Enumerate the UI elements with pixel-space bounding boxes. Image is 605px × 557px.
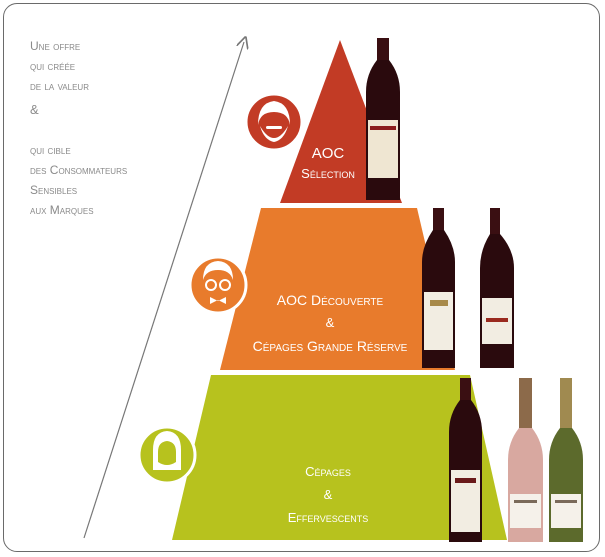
tier-bottom-label: Cépages & Effervescents	[258, 462, 398, 528]
intro-line-7: aux Marques	[30, 203, 94, 217]
tier-bottom-subtitle: Effervescents	[287, 510, 369, 525]
tier-top-title: AOC	[311, 145, 345, 162]
tier-middle-title: AOC Découverte	[276, 292, 384, 308]
intro-text: Une offre qui créée de la valeur & qui c…	[30, 36, 127, 220]
intro-line-4: qui cible	[30, 143, 71, 157]
intro-line-5: des Consommateurs	[30, 163, 128, 177]
bearded-man-icon	[244, 92, 304, 152]
intro-line-2: qui créée	[30, 59, 76, 73]
bottle-cepages-grande-reserve	[480, 208, 514, 368]
tier-bottom-amp: &	[323, 487, 333, 502]
tier-middle-subtitle: Cépages Grande Réserve	[252, 338, 408, 354]
bottle-cepages-red	[449, 378, 482, 542]
bottle-effervescent-brut	[549, 378, 583, 542]
tier-middle-label: AOC Découverte & Cépages Grande Réserve	[240, 290, 420, 356]
tier-top-subtitle: Sélection	[301, 166, 355, 181]
intro-ampersand: &	[30, 102, 39, 117]
tier-bottom-shape	[172, 375, 507, 540]
bottle-aoc-decouverte	[422, 208, 455, 368]
bottle-effervescent-rose	[508, 378, 543, 542]
growth-arrow	[83, 42, 244, 539]
woman-icon	[137, 425, 197, 485]
tier-middle-shape	[220, 208, 455, 370]
intro-line-1: Une offre	[30, 39, 81, 53]
glasses-man-icon	[188, 255, 248, 315]
intro-line-3: de la valeur	[30, 79, 89, 93]
intro-line-6: Sensibles	[30, 183, 78, 197]
tier-middle-amp: &	[325, 315, 335, 330]
bottle-aoc-selection	[366, 38, 400, 200]
tier-bottom-title: Cépages	[305, 464, 351, 479]
tier-top-label: AOC Sélection	[282, 144, 374, 184]
